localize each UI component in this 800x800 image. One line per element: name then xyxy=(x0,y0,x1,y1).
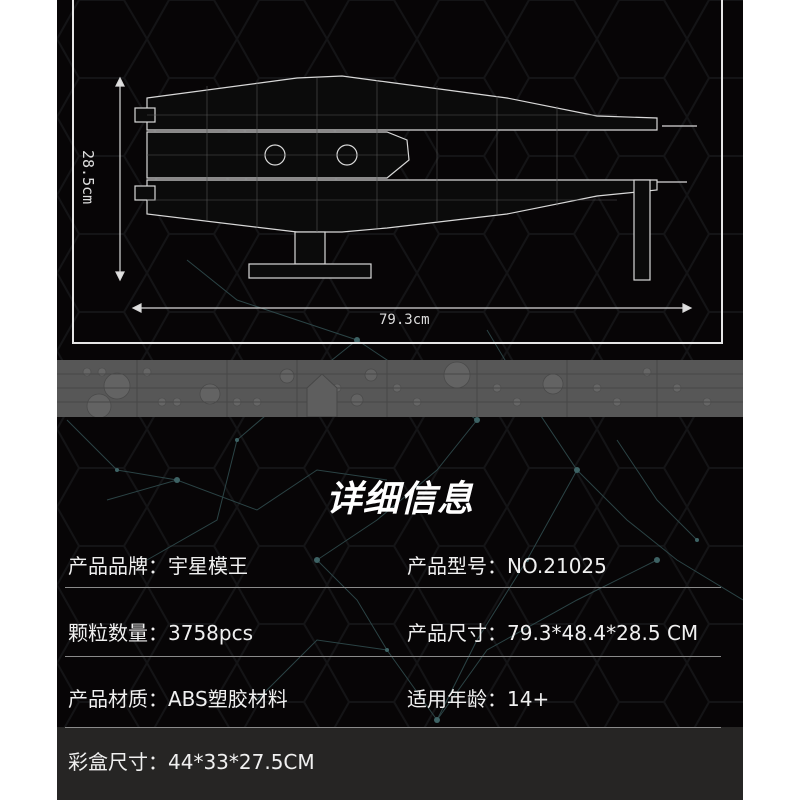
spec-brand: 产品品牌：宇星模王 xyxy=(68,550,248,579)
spec-model: 产品型号：NO.21025 xyxy=(407,550,607,579)
row-divider xyxy=(65,656,721,657)
brick-texture-strip xyxy=(57,360,743,417)
spec-value: 3758pcs xyxy=(168,621,254,645)
row-divider xyxy=(65,727,721,728)
spec-label: 产品尺寸： xyxy=(407,621,507,645)
product-detail-panel: 28.5cm 79.3cm 详细信息 产品品牌：宇星模王 产品型号：NO.21 xyxy=(57,0,743,800)
spec-label: 颗粒数量： xyxy=(68,621,168,645)
spec-age: 适用年龄：14+ xyxy=(407,683,549,712)
spaceship-blueprint-drawing xyxy=(115,75,697,313)
spec-product-size: 产品尺寸：79.3*48.4*28.5 CM xyxy=(407,617,698,646)
spec-box-size: 彩盒尺寸：44*33*27.5CM xyxy=(68,746,315,775)
height-dimension-label: 28.5cm xyxy=(79,150,97,205)
spec-label: 产品材质： xyxy=(68,687,168,711)
width-dimension-label: 79.3cm xyxy=(379,312,430,328)
spec-value: NO.21025 xyxy=(507,554,607,578)
spec-value: ABS塑胶材料 xyxy=(168,687,288,711)
spec-value: 14+ xyxy=(507,687,550,711)
bottom-band xyxy=(57,727,743,800)
spec-label: 产品品牌： xyxy=(68,554,168,578)
section-title: 详细信息 xyxy=(325,479,474,520)
spec-value: 79.3*48.4*28.5 CM xyxy=(507,621,699,645)
spec-label: 产品型号： xyxy=(407,554,507,578)
spec-label: 适用年龄： xyxy=(407,687,507,711)
spec-value: 宇星模王 xyxy=(168,554,248,578)
row-divider xyxy=(65,587,721,588)
spec-label: 彩盒尺寸： xyxy=(68,750,168,774)
blueprint-frame xyxy=(72,0,723,344)
spec-piece-count: 颗粒数量：3758pcs xyxy=(68,617,253,646)
spec-value: 44*33*27.5CM xyxy=(168,750,315,774)
spec-material: 产品材质：ABS塑胶材料 xyxy=(68,683,288,712)
